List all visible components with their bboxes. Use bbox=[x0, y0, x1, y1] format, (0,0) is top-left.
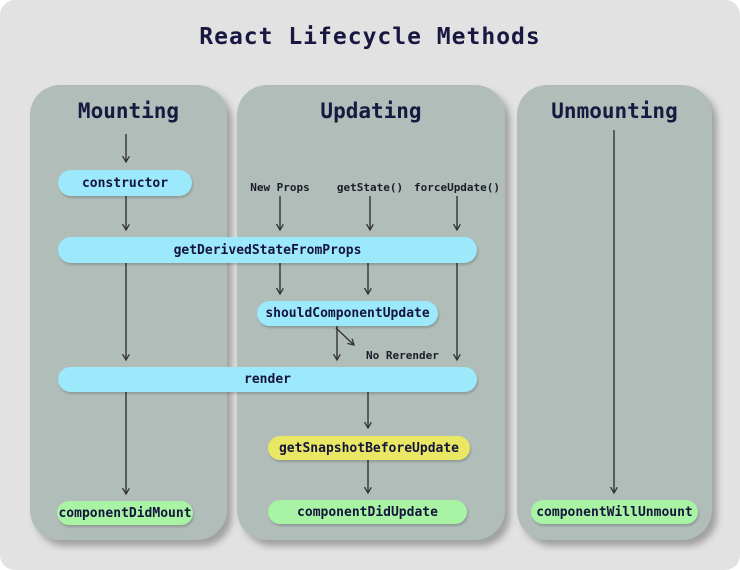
label-new-props: New Props bbox=[250, 181, 310, 194]
label-get-state: getState() bbox=[336, 181, 404, 194]
node-componentdidmount: componentDidMount bbox=[57, 501, 193, 525]
node-getderivedstatefromprops: getDerivedStateFromProps bbox=[58, 237, 477, 263]
panel-title-mounting: Mounting bbox=[77, 99, 180, 123]
label-force-update: forceUpdate() bbox=[413, 181, 501, 194]
panel-title-updating: Updating bbox=[320, 99, 422, 123]
panel-mounting: Mounting bbox=[30, 85, 227, 540]
node-getsnapshotbeforeupdate: getSnapshotBeforeUpdate bbox=[268, 436, 470, 460]
panel-unmounting: Unmounting bbox=[517, 85, 712, 540]
node-render: render bbox=[58, 367, 477, 392]
node-constructor: constructor bbox=[58, 170, 192, 196]
node-shouldcomponentupdate: shouldComponentUpdate bbox=[257, 301, 438, 326]
node-componentdidupdate: componentDidUpdate bbox=[268, 500, 467, 524]
page-title: React Lifecycle Methods bbox=[199, 24, 541, 50]
node-componentwillunmount: componentWillUnmount bbox=[531, 500, 698, 524]
panel-title-unmounting: Unmounting bbox=[551, 99, 678, 123]
label-no-rerender: No Rerender bbox=[366, 349, 439, 362]
